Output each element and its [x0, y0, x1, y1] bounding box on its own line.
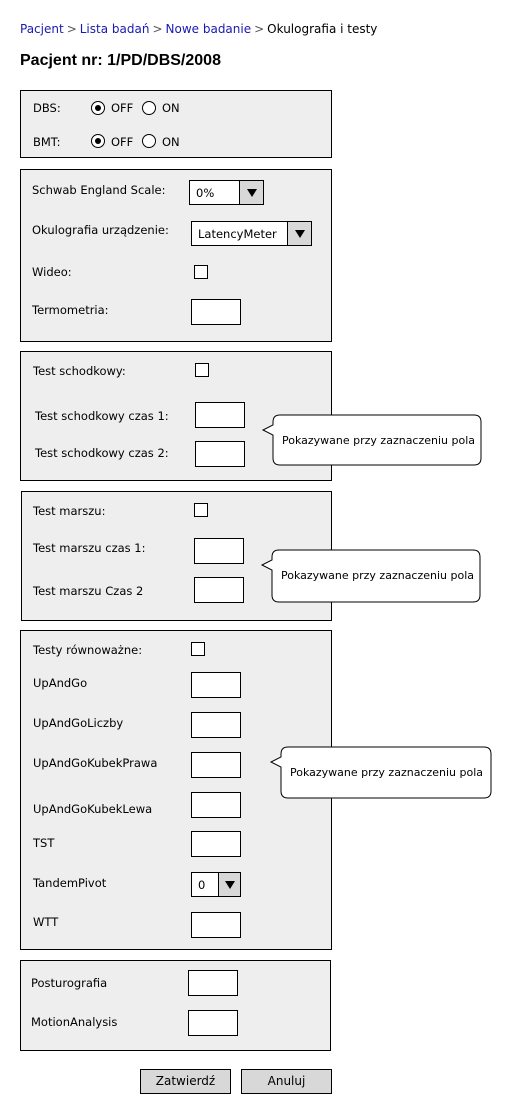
breadcrumb-separator: >	[152, 22, 163, 36]
tandem-pivot-select[interactable]: 0	[191, 872, 241, 897]
breadcrumb-separator: >	[254, 22, 265, 36]
tandem-pivot-select-value: 0	[198, 878, 206, 892]
breadcrumb-link-nowe-badanie[interactable]: Nowe badanie	[165, 22, 252, 36]
breadcrumb-link-lista-badan[interactable]: Lista badań	[79, 22, 150, 36]
dbs-label: DBS:	[33, 101, 61, 115]
cancel-button[interactable]: Anuluj	[241, 1069, 332, 1094]
breadcrumb-link-pacjent[interactable]: Pacjent	[20, 22, 64, 36]
march-time2-label: Test marszu Czas 2	[33, 584, 144, 598]
okulografia-label: Okulografia urządzenie:	[32, 223, 169, 237]
stair-time1-input[interactable]	[195, 402, 245, 428]
breadcrumb-separator: >	[66, 22, 77, 36]
callout-bubble-shape	[260, 549, 481, 603]
tandem-pivot-label: TandemPivot	[33, 876, 107, 890]
okulografia-select-value: LatencyMeter	[198, 227, 277, 241]
okulografia-select-button[interactable]	[287, 222, 311, 245]
stair-test-callout: Pokazywane przy zaznaczeniu pola	[261, 414, 482, 466]
breadcrumb-current: Okulografia i testy	[267, 22, 378, 36]
chevron-down-icon	[225, 881, 235, 889]
schwab-select[interactable]: 0%	[189, 180, 264, 205]
balance-tests-panel: Testy równoważne: UpAndGo UpAndGoLiczby …	[20, 630, 332, 950]
wtt-label: WTT	[33, 915, 59, 929]
wideo-checkbox[interactable]	[194, 265, 208, 279]
balance-tests-callout: Pokazywane przy zaznaczeniu pola	[269, 746, 492, 799]
stair-time2-label: Test schodkowy czas 2:	[35, 446, 169, 460]
march-time2-input[interactable]	[194, 577, 244, 603]
okulografia-select[interactable]: LatencyMeter	[191, 221, 312, 246]
upandgo-liczby-input[interactable]	[191, 712, 241, 738]
breadcrumb: Pacjent>Lista badań>Nowe badanie>Okulogr…	[20, 22, 377, 36]
upandgo-kubek-lewa-label: UpAndGoKubekLewa	[33, 802, 153, 816]
stair-test-label: Test schodkowy:	[33, 364, 126, 378]
posturografia-input[interactable]	[188, 970, 238, 996]
upandgo-kubek-prawa-input[interactable]	[191, 752, 241, 778]
general-panel: Schwab England Scale: 0% Okulografia urz…	[20, 169, 332, 342]
posturografia-label: Posturografia	[31, 976, 108, 990]
bmt-label: BMT:	[33, 135, 61, 149]
dbs-off-label: OFF	[111, 101, 134, 115]
dbs-on-label: ON	[162, 101, 180, 115]
motion-analysis-input[interactable]	[188, 1010, 238, 1036]
termometria-label: Termometria:	[32, 303, 109, 317]
wideo-label: Wideo:	[32, 265, 72, 279]
schwab-select-button[interactable]	[239, 181, 263, 204]
bmt-on-radio[interactable]	[142, 134, 156, 148]
bmt-on-label: ON	[162, 135, 180, 149]
march-test-callout-text: Pokazywane przy zaznaczeniu pola	[281, 569, 475, 582]
march-test-checkbox[interactable]	[194, 503, 208, 517]
stair-test-callout-text: Pokazywane przy zaznaczeniu pola	[282, 434, 476, 447]
wtt-input[interactable]	[191, 912, 241, 938]
tst-label: TST	[33, 836, 55, 850]
march-time1-label: Test marszu czas 1:	[33, 541, 146, 555]
balance-test-checkbox[interactable]	[191, 642, 205, 656]
bmt-off-radio[interactable]	[91, 134, 105, 148]
termometria-input[interactable]	[191, 299, 241, 325]
balance-tests-callout-text: Pokazywane przy zaznaczeniu pola	[290, 766, 484, 779]
schwab-select-value: 0%	[196, 186, 215, 200]
chevron-down-icon	[247, 189, 257, 197]
stair-test-checkbox[interactable]	[195, 363, 209, 377]
march-time1-input[interactable]	[194, 538, 244, 564]
schwab-label: Schwab England Scale:	[32, 183, 166, 197]
submit-button[interactable]: Zatwierdź	[140, 1069, 231, 1094]
dbs-off-radio[interactable]	[91, 101, 105, 115]
page-title: Pacjent nr: 1/PD/DBS/2008	[20, 52, 221, 69]
march-test-label: Test marszu:	[33, 504, 106, 518]
bmt-off-label: OFF	[111, 135, 134, 149]
tandem-pivot-select-button[interactable]	[218, 873, 240, 896]
chevron-down-icon	[295, 230, 305, 238]
tst-input[interactable]	[191, 831, 241, 857]
balance-test-label: Testy równoważne:	[33, 643, 143, 657]
march-test-callout: Pokazywane przy zaznaczeniu pola	[260, 549, 481, 603]
stair-time2-input[interactable]	[195, 441, 245, 467]
stair-time1-label: Test schodkowy czas 1:	[35, 409, 169, 423]
dbs-bmt-panel: DBS: OFF ON BMT: OFF ON	[20, 90, 332, 158]
upandgo-kubek-lewa-input[interactable]	[191, 792, 241, 818]
upandgo-input[interactable]	[191, 672, 241, 698]
motion-analysis-label: MotionAnalysis	[31, 1015, 118, 1029]
posture-panel: Posturografia MotionAnalysis	[20, 960, 331, 1051]
callout-bubble-shape	[269, 746, 492, 799]
dbs-on-radio[interactable]	[142, 101, 156, 115]
upandgo-liczby-label: UpAndGoLiczby	[33, 716, 124, 730]
upandgo-kubek-prawa-label: UpAndGoKubekPrawa	[33, 756, 158, 770]
callout-bubble-shape	[261, 414, 482, 466]
upandgo-label: UpAndGo	[33, 676, 88, 690]
